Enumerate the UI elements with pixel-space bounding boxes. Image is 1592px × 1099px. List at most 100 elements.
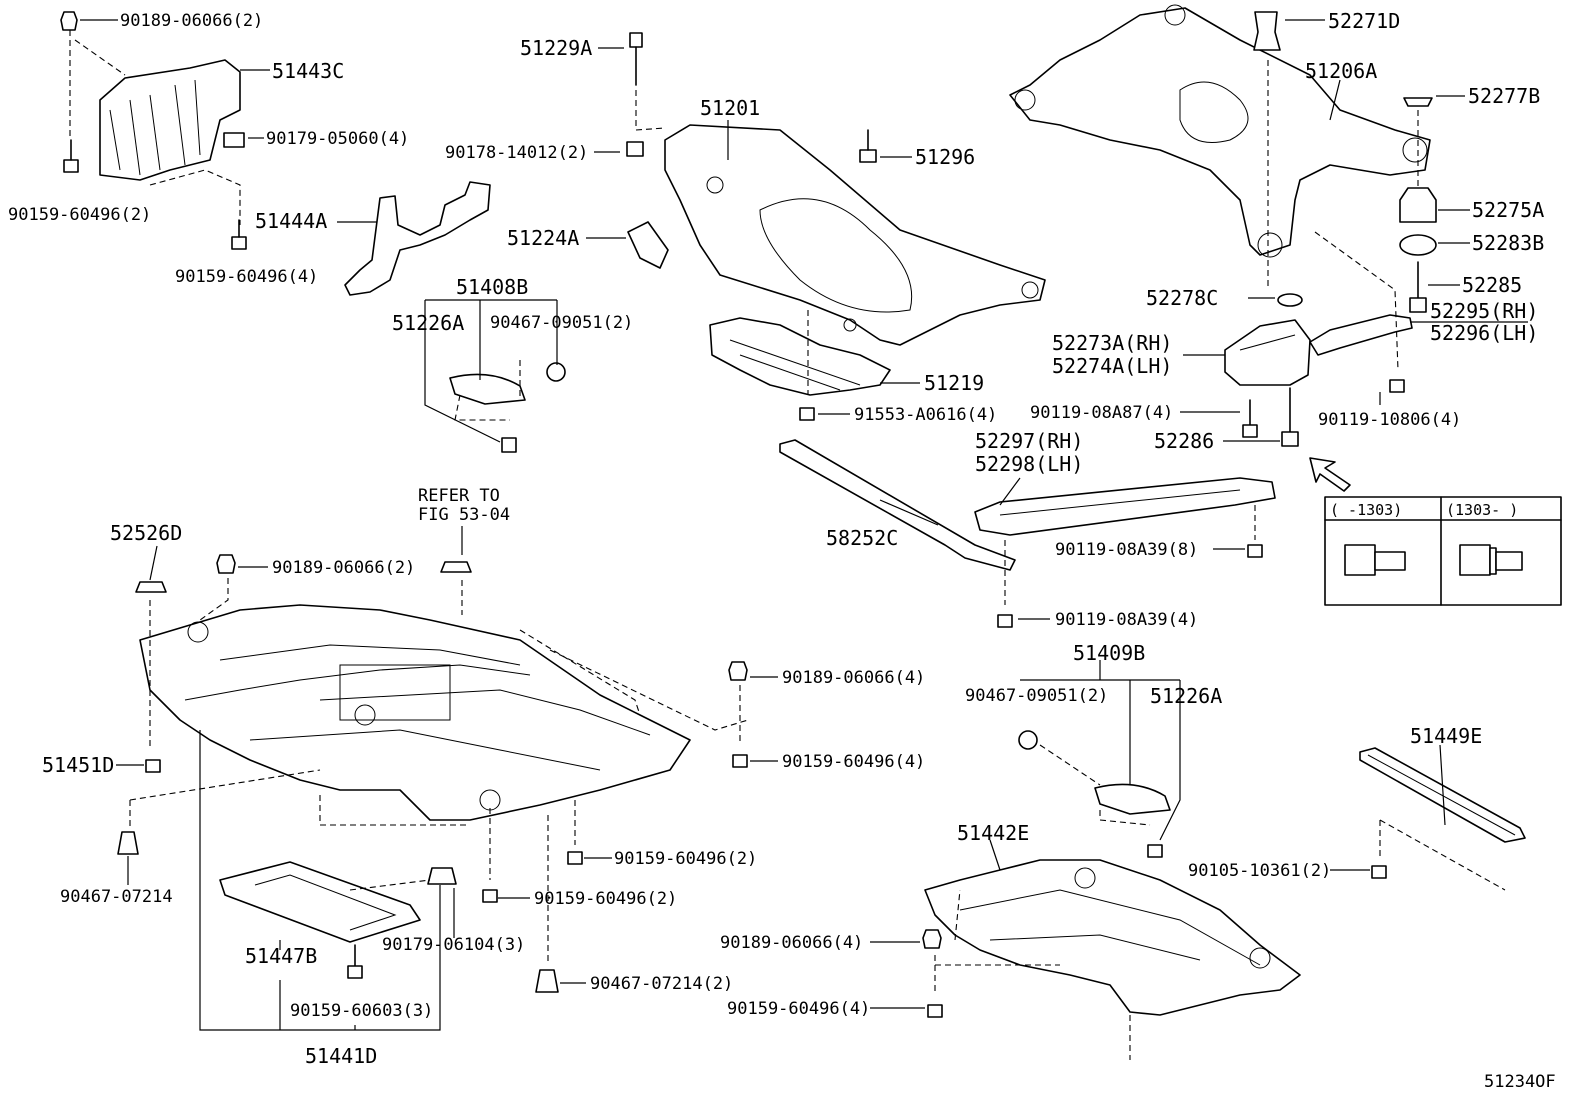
bushing-52275a (1399, 187, 1437, 223)
nut-90179-06104 (427, 867, 457, 885)
bolt-90119-08a39-8 (1247, 544, 1263, 558)
bolt-90119-08a87 (1242, 399, 1258, 438)
refer-note-line1: REFER TO (418, 486, 500, 506)
label-90189-06066-2b: 90189-06066(2) (272, 558, 415, 578)
label-90179-05060: 90179-05060(4) (266, 129, 409, 149)
mount-52273a (1224, 319, 1311, 386)
bolt-51296 (859, 129, 877, 163)
label-51449e: 51449E (1410, 724, 1482, 748)
bolt-90105 (1371, 865, 1387, 879)
bolt-90159-c1 (567, 851, 583, 865)
inset-col2-label: (1303- ) (1446, 501, 1518, 519)
label-52296-lh: 52296(LH) (1430, 321, 1538, 345)
label-90119-08a87: 90119-08A87(4) (1030, 403, 1173, 423)
shield-51444a (344, 181, 491, 296)
label-51224a: 51224A (507, 226, 579, 250)
bolt-90119-10806 (1389, 379, 1405, 393)
clip-90189-b (922, 929, 942, 949)
label-90159-60496-4b: 90159-60496(4) (782, 752, 925, 772)
clip-51226a-b (1147, 844, 1163, 858)
bumper-52271d (1253, 11, 1281, 51)
label-52286: 52286 (1154, 429, 1214, 453)
label-51443c: 51443C (272, 59, 344, 83)
plate-51447b (219, 861, 421, 943)
label-51219: 51219 (924, 371, 984, 395)
washer-52283b (1399, 234, 1437, 256)
label-58252c: 58252C (826, 526, 898, 550)
bushing-90178 (626, 141, 644, 157)
label-90119-08a39-8: 90119-08A39(8) (1055, 540, 1198, 560)
label-90159-60496-2a: 90159-60496(2) (8, 205, 151, 225)
label-90119-10806: 90119-10806(4) (1318, 410, 1461, 430)
inset-comparison-box (1324, 496, 1562, 606)
washer-52278c (1277, 293, 1303, 307)
label-52526d: 52526D (110, 521, 182, 545)
label-52277b: 52277B (1468, 84, 1540, 108)
label-51201: 51201 (700, 96, 760, 120)
label-90119-08a39-4: 90119-08A39(4) (1055, 610, 1198, 630)
label-90159-60496-2b: 90159-60496(2) (614, 849, 757, 869)
arm-52295 (1309, 314, 1413, 356)
front-crossmember-51201 (664, 124, 1046, 346)
bolt-90159-c2 (482, 889, 498, 903)
cover-51219 (709, 317, 891, 396)
crossbar-52297 (974, 477, 1276, 536)
label-52295-rh: 52295(RH) (1430, 299, 1538, 323)
label-51451d: 51451D (42, 753, 114, 777)
label-90467-09051-b: 90467-09051(2) (965, 686, 1108, 706)
refer-note-line2: FIG 53-04 (418, 505, 510, 525)
label-52278c: 52278C (1146, 286, 1218, 310)
label-52271d: 52271D (1328, 9, 1400, 33)
label-90189-06066-4b: 90189-06066(4) (720, 933, 863, 953)
label-90159-60496-4a: 90159-60496(4) (175, 267, 318, 287)
label-52275a: 52275A (1472, 198, 1544, 222)
label-51226a-a: 51226A (392, 311, 464, 335)
label-51206a: 51206A (1305, 59, 1377, 83)
bolt-90159-d (927, 1004, 943, 1018)
label-90189-06066-2a: 90189-06066(2) (120, 11, 263, 31)
front-splash-shield-51443c (99, 59, 241, 181)
label-90189-06066-4a: 90189-06066(4) (782, 668, 925, 688)
nut-90179-05060 (223, 132, 245, 148)
label-51226a-b: 51226A (1150, 684, 1222, 708)
rear-subframe-51206a (1009, 4, 1431, 258)
bolt-90159-left (63, 139, 79, 173)
bolt-90159-right (732, 754, 748, 768)
clip-90467-07214-2 (535, 969, 559, 993)
label-90159-60496-2c: 90159-60496(2) (534, 889, 677, 909)
bracket-51409b (1094, 783, 1171, 815)
label-90159-60603: 90159-60603(3) (290, 1001, 433, 1021)
bolt-52286 (1281, 387, 1299, 447)
label-51444a: 51444A (255, 209, 327, 233)
label-51229a: 51229A (520, 36, 592, 60)
label-51409b: 51409B (1073, 641, 1145, 665)
clip-90189-top (60, 11, 78, 31)
stud-51229a (629, 32, 643, 86)
clip-90189-mid (216, 554, 236, 574)
under-cover-51442e (924, 859, 1301, 1016)
clip-90189-right (728, 661, 748, 681)
bracket-51408b (449, 362, 566, 453)
label-51447b: 51447B (245, 944, 317, 968)
part-labels: 90189-06066(2) 51443C 90179-05060(4) 901… (8, 9, 1556, 1092)
label-52273a-rh: 52273A(RH) (1052, 331, 1172, 355)
bolt-51451d (145, 759, 161, 773)
label-52274a-lh: 52274A(LH) (1052, 354, 1172, 378)
clip-refer (440, 561, 472, 573)
bolt-52285 (1409, 261, 1427, 313)
label-51442e: 51442E (957, 821, 1029, 845)
leader-lines (80, 19, 1528, 1009)
bolt-91553 (799, 407, 815, 421)
bracket-51224a (627, 221, 669, 269)
label-52297-rh: 52297(RH) (975, 429, 1083, 453)
clip-90467-07214 (117, 831, 139, 855)
label-90467-07214: 90467-07214 (60, 887, 173, 907)
label-52285: 52285 (1462, 273, 1522, 297)
diagram-id: 51234OF (1484, 1072, 1556, 1092)
label-90159-60496-4c: 90159-60496(4) (727, 999, 870, 1019)
clip-52526d (135, 581, 167, 593)
stopper-52277b (1403, 97, 1433, 107)
brace-58252c (779, 439, 1016, 571)
brace-51449e (1359, 747, 1526, 843)
